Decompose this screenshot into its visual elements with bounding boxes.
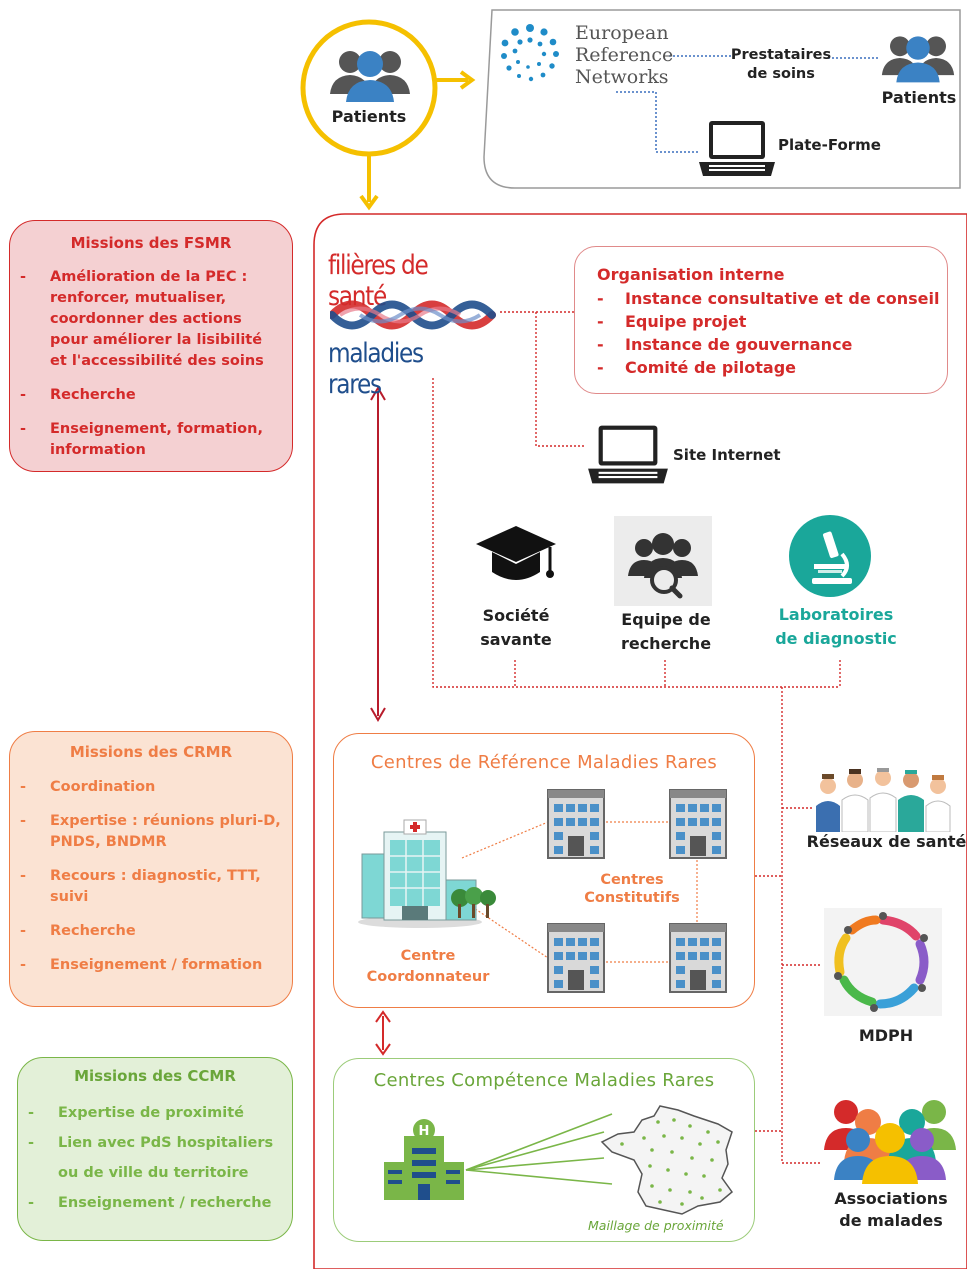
- assoc-line1: Associations: [834, 1189, 948, 1208]
- missions-crmr-list: Coordination Expertise : réunions pluri-…: [10, 777, 286, 989]
- centres-constitutifs-label: Centres Constitutifs: [576, 871, 688, 907]
- list-item: Recours : diagnostic, TTT, suivi: [10, 866, 286, 908]
- microscope-icon: [788, 514, 872, 598]
- list-item: Equipe projet: [593, 310, 939, 333]
- maillage-label: Maillage de proximité: [588, 1218, 724, 1233]
- associations-group-icon: [822, 1094, 958, 1184]
- labo-line1: Laboratoires: [778, 605, 894, 624]
- missions-crmr-panel: Missions des CRMR Coordination Expertise…: [9, 731, 293, 1007]
- patients-right-icon: [880, 30, 956, 86]
- list-item: Recherche: [10, 385, 282, 406]
- list-item: Coordination: [10, 777, 286, 798]
- missions-ccmr-panel: Missions des CCMR Expertise de proximité…: [17, 1057, 293, 1241]
- associations-label: Associations de malades: [818, 1188, 964, 1232]
- missions-crmr-title: Missions des CRMR: [69, 743, 233, 761]
- site-internet-label: Site Internet: [673, 446, 781, 464]
- societe-line2: savante: [480, 630, 552, 649]
- list-item: Enseignement, formation, information: [10, 419, 282, 461]
- list-item: Expertise : réunions pluri-D, PNDS, BNDM…: [10, 811, 286, 853]
- research-team-icon: [614, 516, 712, 606]
- list-item: Lien avec PdS hospitaliers ou de ville d…: [18, 1128, 280, 1188]
- prestataires-label: Prestataires de soins: [728, 46, 834, 84]
- societe-savante-label: Société savante: [460, 604, 572, 652]
- organisation-interne-panel: Organisation interne Instance consultati…: [574, 246, 948, 394]
- patients-main-icon: [328, 44, 412, 106]
- mdph-label: MDPH: [858, 1026, 914, 1045]
- hospital-icon: [358, 818, 498, 930]
- mdph-logo-icon: [824, 908, 942, 1016]
- logo-filieres: filières de santé maladies rares: [328, 250, 500, 400]
- green-hospital-icon: H: [382, 1118, 466, 1202]
- coord-line2: Coordonnateur: [366, 969, 490, 985]
- missions-ccmr-title: Missions des CCMR: [74, 1067, 236, 1085]
- building-icon: [668, 788, 728, 860]
- ccmr-centres-panel: Centres Compétence Maladies Rares: [333, 1058, 755, 1242]
- plateforme-label: Plate-Forme: [778, 136, 881, 154]
- prestataires-line2: de soins: [747, 66, 815, 82]
- ern-line1: European: [575, 22, 669, 44]
- list-item: Amélioration de la PEC : renforcer, mutu…: [10, 267, 282, 372]
- patients-right-label: Patients: [881, 88, 957, 107]
- graduation-cap-icon: [474, 522, 558, 588]
- svg-text:H: H: [419, 1124, 430, 1139]
- laboratoires-label: Laboratoires de diagnostic: [762, 603, 910, 651]
- building-icon: [546, 922, 606, 994]
- logo-line2: maladies rares: [328, 338, 424, 400]
- laptop-plateforme-icon: [697, 118, 777, 180]
- labo-line2: de diagnostic: [775, 629, 897, 648]
- societe-line1: Société: [482, 606, 550, 625]
- centre-coordonnateur-label: Centre Coordonnateur: [356, 946, 500, 988]
- list-item: Comité de pilotage: [593, 356, 939, 379]
- ern-line3: Networks: [575, 66, 669, 88]
- organisation-title: Organisation interne: [597, 265, 785, 284]
- logo-waves-icon: [330, 300, 496, 330]
- missions-fsmr-list: Amélioration de la PEC : renforcer, mutu…: [10, 267, 282, 474]
- prestataires-line1: Prestataires: [730, 47, 832, 63]
- assoc-line2: de malades: [839, 1211, 943, 1230]
- building-icon: [546, 788, 606, 860]
- laptop-site-icon: [586, 422, 670, 488]
- doctors-group-icon: [814, 766, 952, 832]
- const-line1: Centres: [600, 872, 664, 888]
- list-item: Instance de gouvernance: [593, 333, 939, 356]
- list-item: Instance consultative et de conseil: [593, 287, 939, 310]
- ern-line2: Reference: [575, 44, 674, 66]
- const-line2: Constitutifs: [584, 890, 680, 906]
- ern-title: European Reference Networks: [575, 22, 673, 88]
- coord-line1: Centre: [400, 948, 456, 964]
- equipe-line1: Equipe de: [621, 610, 711, 629]
- list-item: Expertise de proximité: [18, 1098, 280, 1128]
- patients-main-label: Patients: [331, 107, 407, 126]
- ern-logo-icon: [497, 20, 563, 86]
- missions-fsmr-panel: Missions des FSMR Amélioration de la PEC…: [9, 220, 293, 472]
- missions-ccmr-list: Expertise de proximité Lien avec PdS hos…: [18, 1098, 280, 1218]
- list-item: Enseignement / recherche: [18, 1188, 280, 1218]
- equipe-recherche-label: Equipe de recherche: [606, 608, 726, 656]
- organisation-list: Instance consultative et de conseil Equi…: [593, 287, 939, 379]
- ccmr-box-title: Centres Compétence Maladies Rares: [373, 1070, 715, 1091]
- building-icon: [668, 922, 728, 994]
- list-item: Enseignement / formation: [10, 955, 286, 976]
- reseaux-sante-label: Réseaux de santé: [806, 832, 967, 851]
- france-map-icon: [598, 1102, 746, 1218]
- crmr-centres-panel: Centres de Référence Maladies Rares: [333, 733, 755, 1008]
- equipe-line2: recherche: [620, 634, 712, 653]
- missions-fsmr-title: Missions des FSMR: [70, 234, 232, 252]
- list-item: Recherche: [10, 921, 286, 942]
- crmr-box-title: Centres de Référence Maladies Rares: [370, 752, 718, 773]
